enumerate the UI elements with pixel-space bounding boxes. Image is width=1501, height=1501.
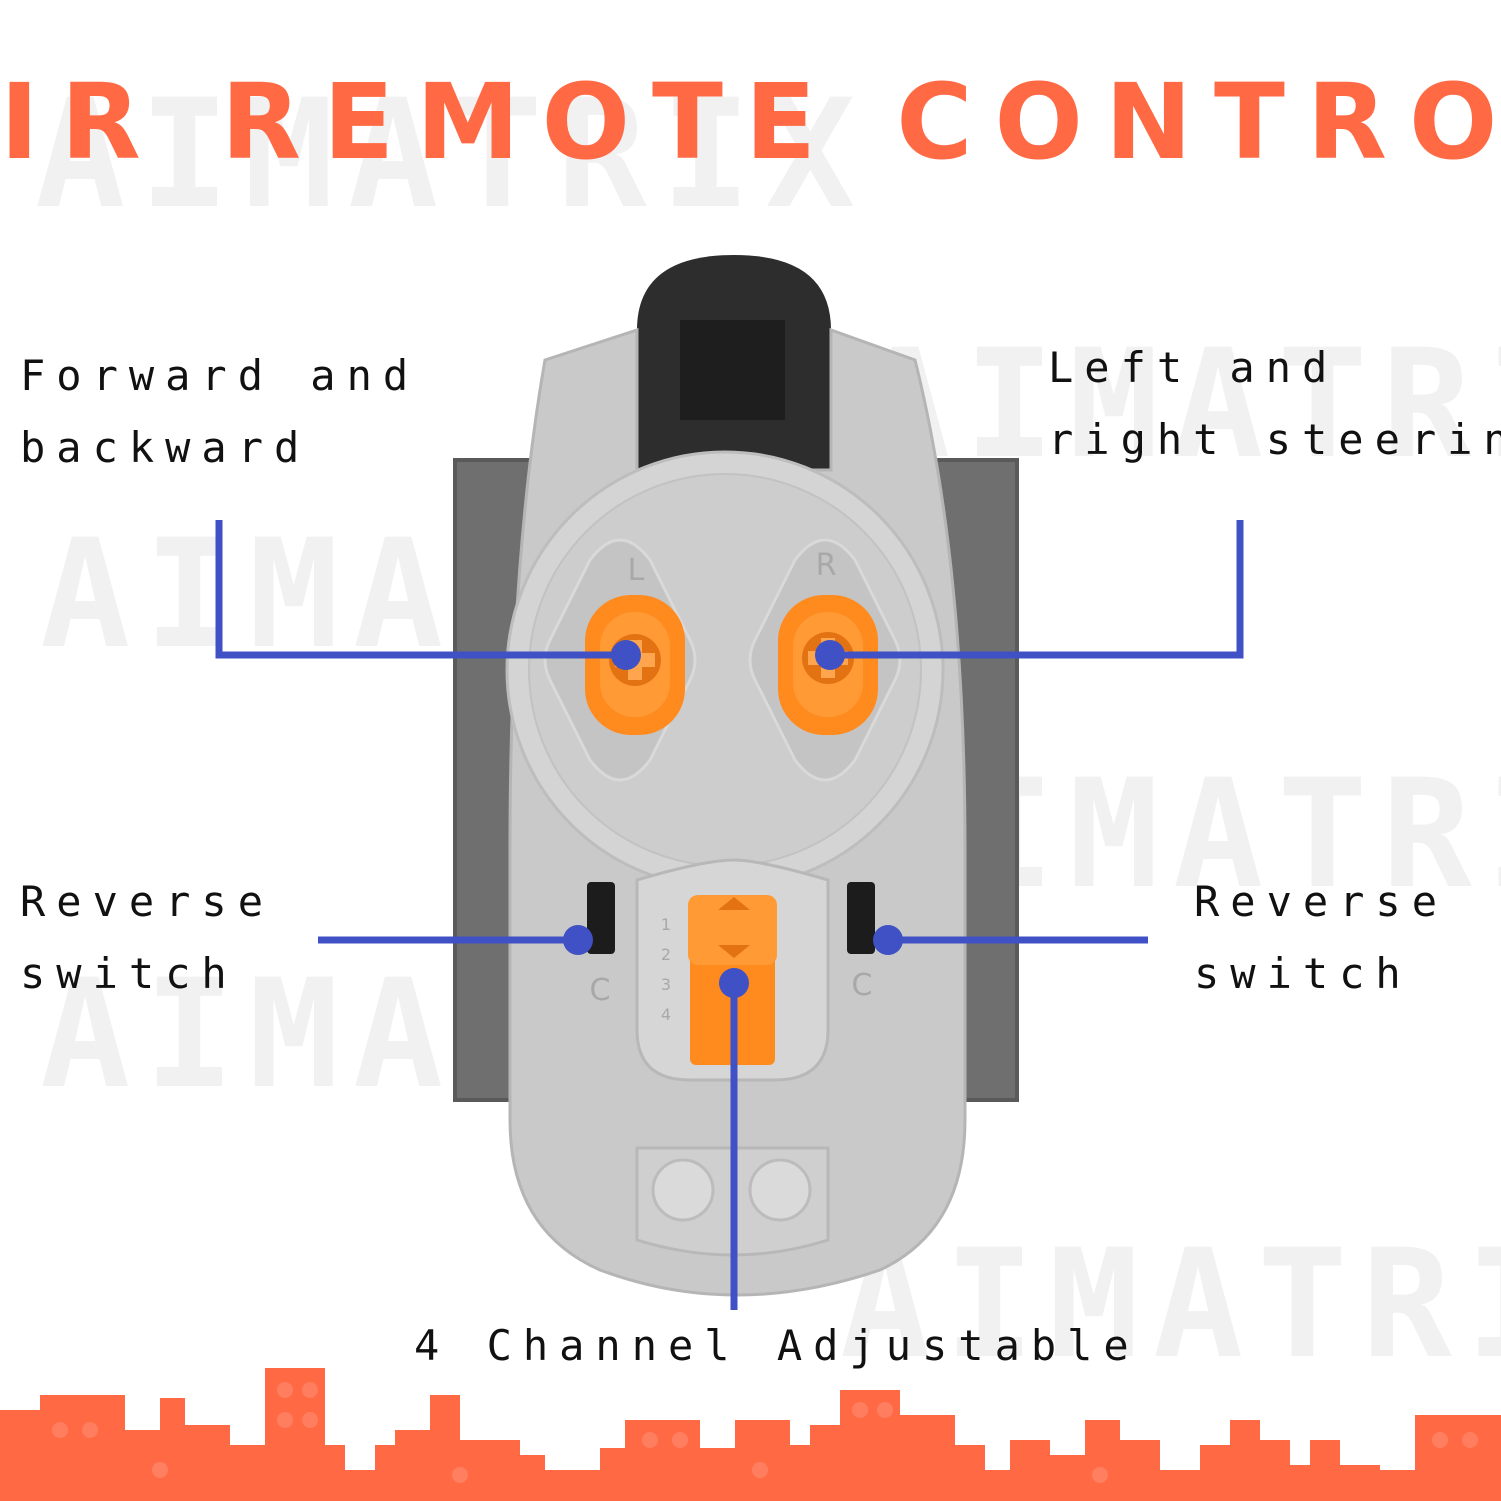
reverse-switch-right	[847, 882, 875, 954]
svg-text:C: C	[852, 968, 873, 1003]
reverse-switch-left	[587, 882, 615, 954]
callout-dots	[563, 640, 903, 998]
callout-lines	[215, 520, 1244, 1310]
stud	[651, 1158, 715, 1222]
watermark: AIMATRIX	[840, 1218, 1501, 1392]
svg-text:3: 3	[661, 975, 671, 994]
left-button-letter: L	[628, 553, 645, 588]
label-left-right-steering: Left and right steering	[1048, 343, 1501, 464]
watermark: AIMATRIX	[35, 68, 870, 242]
right-button-letter: R	[816, 548, 837, 583]
svg-text:2: 2	[661, 945, 671, 964]
svg-text:C: C	[590, 973, 611, 1008]
brick-skyline	[0, 1368, 1501, 1501]
label-reverse-switch-left: Reverse switch	[20, 877, 275, 998]
svg-text:4: 4	[661, 1005, 671, 1024]
label-reverse-switch-right: Reverse switch	[1194, 877, 1449, 998]
watermark: AIMATRIX	[860, 318, 1501, 492]
label-forward-backward: Forward and backward	[20, 351, 420, 472]
stud	[748, 1158, 812, 1222]
page-title: IR REMOTE CONTROL	[0, 61, 1501, 183]
brick-studs	[52, 1382, 1478, 1483]
svg-text:1: 1	[661, 915, 671, 934]
label-channel-adjustable: 4 Channel Adjustable	[414, 1321, 1140, 1370]
